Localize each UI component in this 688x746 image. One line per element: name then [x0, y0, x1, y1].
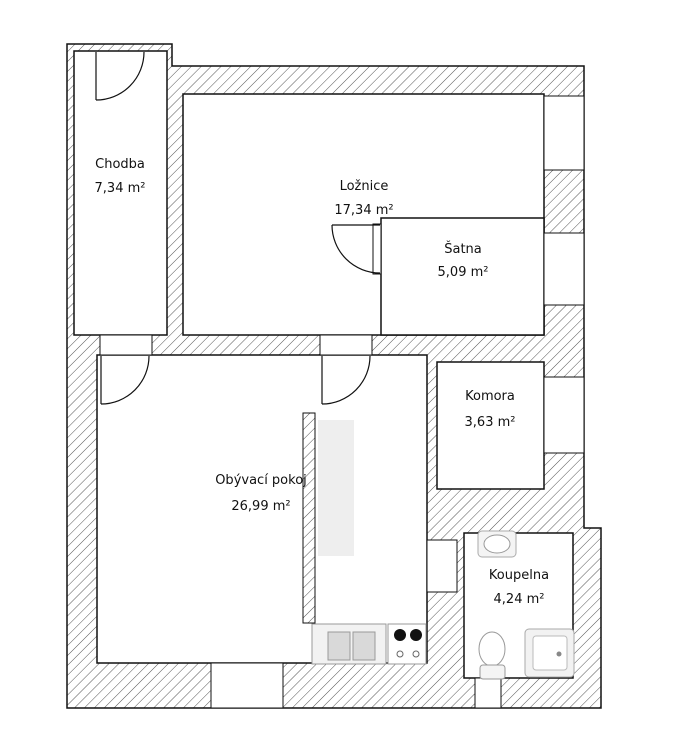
washbasin-icon	[477, 530, 517, 558]
bathroom-fixtures	[477, 530, 575, 680]
kitchen-appliances	[311, 623, 427, 665]
window	[426, 539, 458, 593]
cooktop-icon	[387, 623, 427, 665]
room-name-koupelna: Koupelna	[489, 568, 549, 583]
door-icon	[95, 51, 145, 101]
door-swings	[95, 51, 381, 405]
room-name-komora: Komora	[465, 389, 515, 404]
window	[543, 232, 585, 306]
door-openings	[99, 223, 382, 356]
room-area-obyvaci: 26,99 m²	[231, 499, 290, 514]
bathtub-icon	[524, 628, 575, 678]
room-area-koupelna: 4,24 m²	[494, 592, 545, 607]
window	[543, 376, 585, 454]
window	[210, 662, 284, 709]
toilet-icon	[478, 631, 506, 680]
room-satna	[380, 217, 545, 336]
windows	[210, 95, 585, 709]
room-area-loznice: 17,34 m²	[334, 203, 393, 218]
window	[474, 677, 502, 709]
room-name-chodba: Chodba	[95, 157, 145, 172]
room-komora	[436, 361, 545, 490]
door-icon	[331, 224, 381, 274]
room-name-obyvaci: Obývací pokoj	[215, 473, 307, 488]
room-area-satna: 5,09 m²	[438, 265, 489, 280]
room-area-komora: 3,63 m²	[465, 415, 516, 430]
door-icon	[321, 355, 371, 405]
kitchen-counter	[318, 420, 354, 556]
room-labels: Chodba 7,34 m² Ložnice 17,34 m² Šatna 5,…	[95, 157, 550, 607]
door-icon	[100, 355, 150, 405]
room-area-chodba: 7,34 m²	[95, 181, 146, 196]
room-obyvaci	[96, 354, 428, 664]
room-name-satna: Šatna	[444, 241, 482, 257]
room-name-loznice: Ložnice	[340, 179, 389, 194]
window	[543, 95, 585, 171]
room-chodba	[73, 50, 168, 336]
kitchen-partition	[302, 412, 354, 624]
